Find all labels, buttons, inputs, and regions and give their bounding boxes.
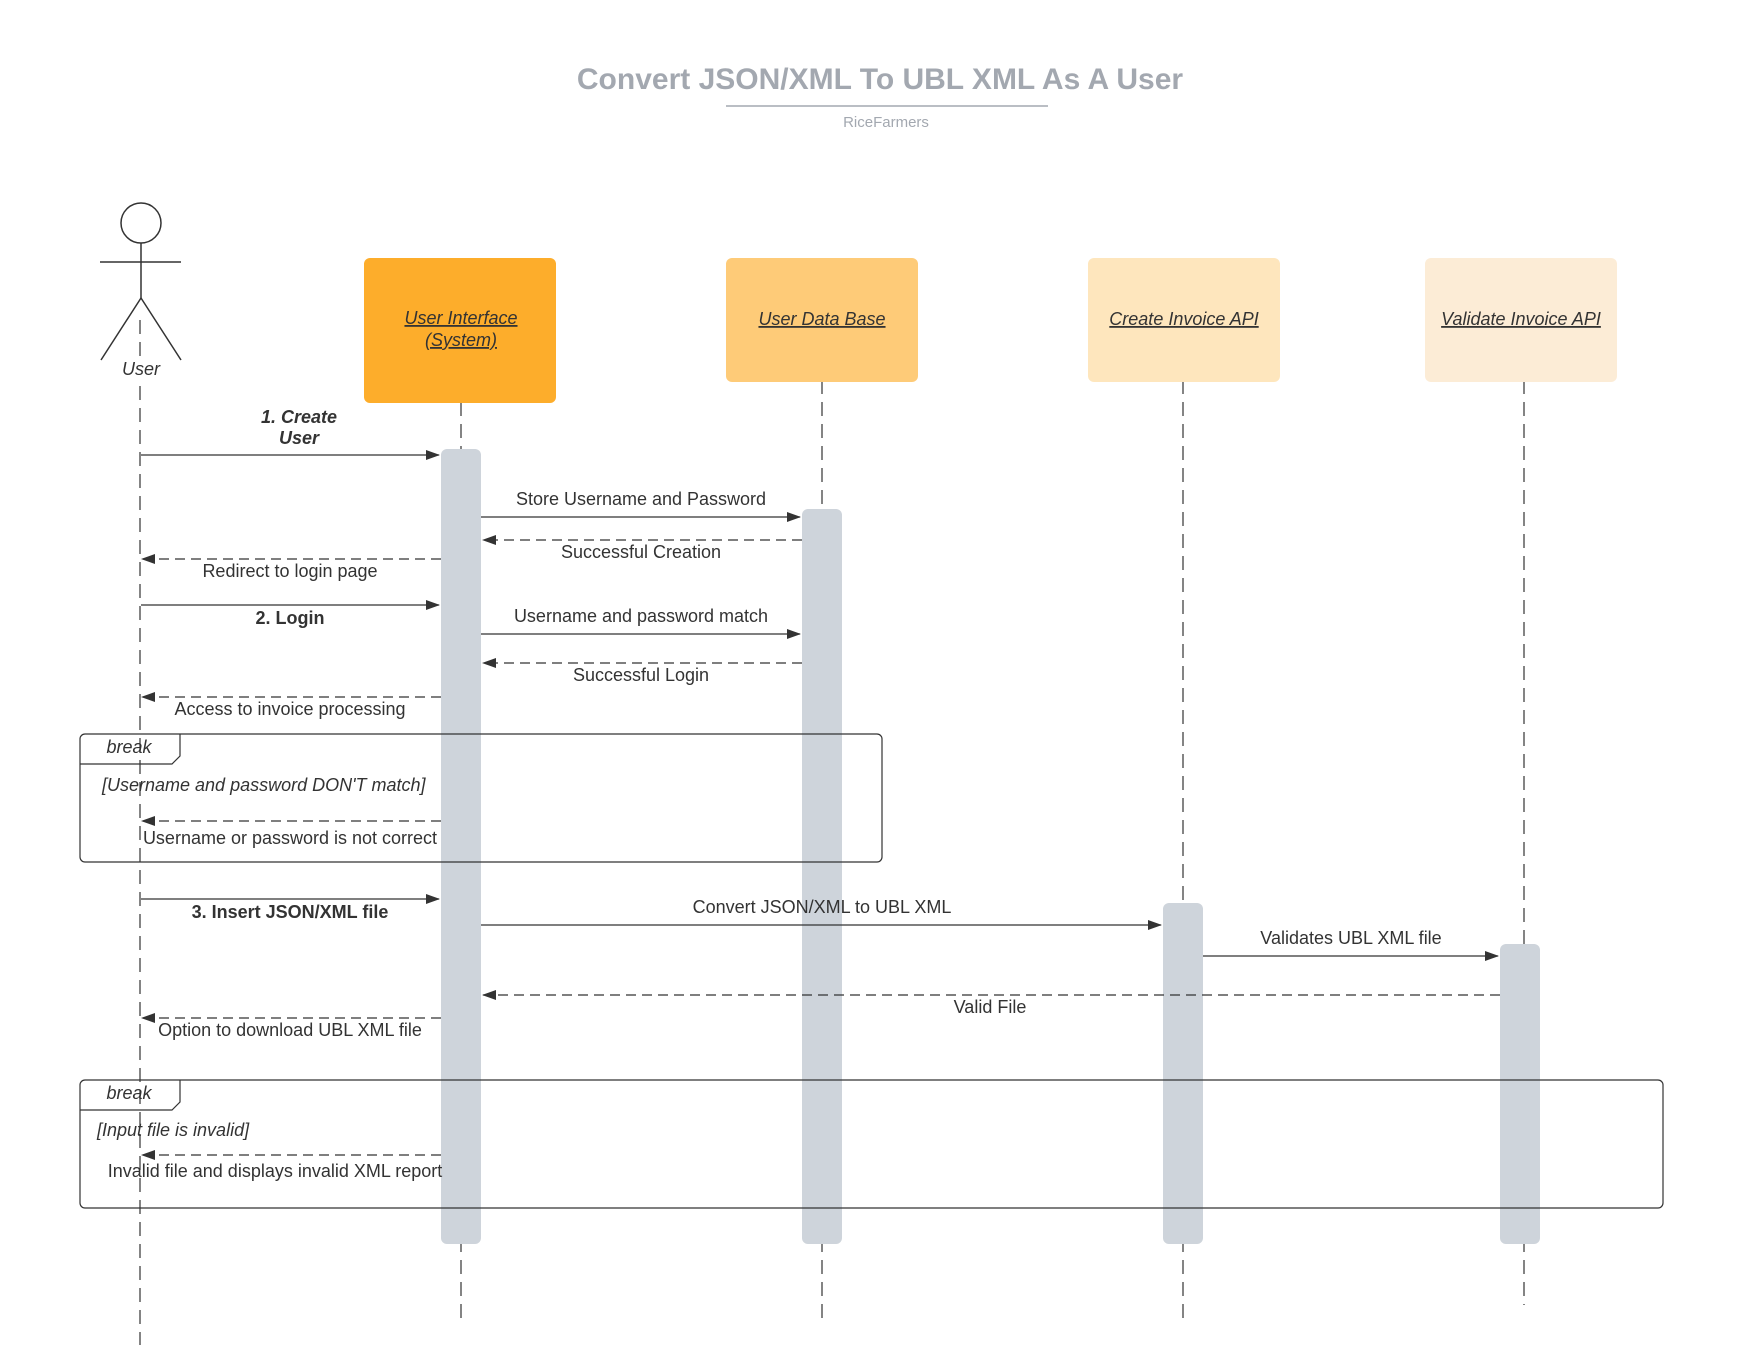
participant-name: Create Invoice API: [1109, 309, 1258, 329]
activation-ui: [441, 449, 481, 1244]
activation-create-api: [1163, 903, 1203, 1244]
frame-label: break: [106, 737, 152, 757]
message-download-option[interactable]: Option to download UBL XML file: [141, 1013, 441, 1040]
message-successful-creation[interactable]: Successful Creation: [482, 535, 802, 562]
participant-name-line-2: (System): [425, 330, 497, 350]
message-label: Convert JSON/XML to UBL XML: [693, 897, 952, 917]
frame-guard: [Username and password DON'T match]: [101, 775, 427, 795]
frame-label-tab: [80, 1080, 181, 1111]
break-frame-invalid-file[interactable]: break [Input file is invalid]: [79, 1079, 1664, 1209]
message-successful-login[interactable]: Successful Login: [482, 658, 802, 685]
diagram-subtitle: RiceFarmers: [843, 114, 929, 131]
break-frame-credentials[interactable]: break [Username and password DON'T match…: [79, 733, 883, 863]
actor-name: User: [122, 359, 161, 379]
actor-right-leg-icon: [140, 297, 182, 361]
frame-border: [79, 1079, 1664, 1209]
participant-box: [1088, 258, 1280, 382]
message-access-invoice[interactable]: Access to invoice processing: [141, 692, 441, 719]
message-label: Redirect to login page: [202, 561, 377, 581]
message-insert-file[interactable]: 3. Insert JSON/XML file: [141, 894, 440, 922]
frame-border: [79, 733, 883, 863]
message-label: Successful Login: [573, 665, 709, 685]
participant-name: User Data Base: [758, 309, 885, 329]
participant-user-database[interactable]: User Data Base: [726, 258, 918, 382]
message-convert[interactable]: Convert JSON/XML to UBL XML: [481, 897, 1162, 930]
activation-validate-api: [1500, 944, 1540, 1244]
actor-left-leg-icon: [100, 297, 142, 361]
participant-name-line-1: User Interface: [404, 308, 517, 328]
message-not-correct[interactable]: Username or password is not correct: [141, 816, 441, 848]
message-label: Username and password match: [514, 606, 768, 626]
activation-db: [802, 509, 842, 1244]
message-redirect-login[interactable]: Redirect to login page: [141, 554, 441, 581]
message-label: Store Username and Password: [516, 489, 766, 509]
participant-create-invoice-api[interactable]: Create Invoice API: [1088, 258, 1280, 382]
message-store-credentials[interactable]: Store Username and Password: [481, 489, 801, 522]
message-label: Valid File: [954, 997, 1027, 1017]
participant-box: [364, 258, 556, 403]
message-label: Validates UBL XML file: [1260, 928, 1441, 948]
frame-label: break: [106, 1083, 152, 1103]
actor-head-icon: [120, 202, 162, 244]
message-label: Option to download UBL XML file: [158, 1020, 422, 1040]
message-label: Successful Creation: [561, 542, 721, 562]
actor-user[interactable]: User: [100, 202, 182, 380]
message-valid-file[interactable]: Valid File: [482, 990, 1500, 1017]
participant-box: [1425, 258, 1617, 382]
participant-box: [726, 258, 918, 382]
message-login[interactable]: 2. Login: [141, 600, 440, 628]
diagram-title: Convert JSON/XML To UBL XML As A User: [577, 63, 1184, 96]
message-validates[interactable]: Validates UBL XML file: [1203, 928, 1499, 961]
message-label: 2. Login: [256, 608, 325, 628]
message-label: Invalid file and displays invalid XML re…: [108, 1161, 443, 1181]
message-credentials-match[interactable]: Username and password match: [481, 606, 801, 639]
participant-validate-invoice-api[interactable]: Validate Invoice API: [1425, 258, 1617, 382]
participant-user-interface[interactable]: User Interface (System): [364, 258, 556, 403]
actor-label-bg: [118, 356, 164, 380]
message-label-line-1: 1. Create: [261, 407, 337, 427]
message-label: 3. Insert JSON/XML file: [192, 902, 389, 922]
message-create-user[interactable]: 1. Create User: [141, 407, 440, 460]
message-invalid-report[interactable]: Invalid file and displays invalid XML re…: [108, 1150, 443, 1181]
frame-guard: [Input file is invalid]: [96, 1120, 250, 1140]
message-label-line-2: User: [279, 428, 320, 448]
frame-label-tab: [80, 734, 181, 765]
message-label: Access to invoice processing: [174, 699, 405, 719]
message-label: Username or password is not correct: [143, 828, 437, 848]
participant-name: Validate Invoice API: [1441, 309, 1601, 329]
